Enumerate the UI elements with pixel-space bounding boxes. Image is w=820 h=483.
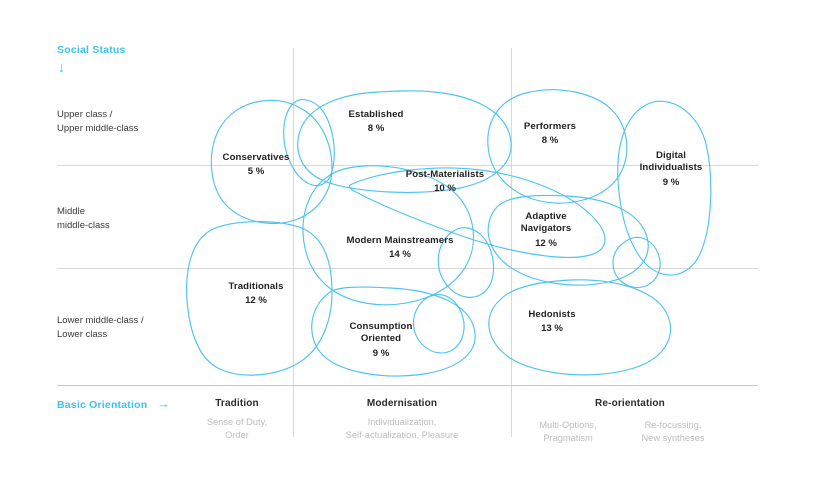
- x-col-reorientation-name: Re-orientation: [595, 398, 665, 409]
- bubble-established: [297, 90, 512, 193]
- arrow-right-icon: →: [157, 396, 170, 411]
- grid-group: [57, 48, 758, 437]
- y-tier-lower-line2: Lower class: [57, 328, 108, 340]
- x-col-modernisation-sub2: Self-actualization, Pleasure: [345, 430, 459, 441]
- bubble-conservatives: [210, 99, 333, 225]
- x-col-tradition: Tradition Sense of Duty, Order: [127, 398, 347, 442]
- y-tier-middle: Middle middle-class: [57, 205, 110, 233]
- arrow-down-icon: ↓: [58, 59, 65, 75]
- x-col-tradition-name: Tradition: [215, 398, 259, 409]
- y-tier-upper: Upper class / Upper middle-class: [57, 108, 138, 136]
- y-tier-middle-line1: Middle: [57, 206, 85, 217]
- bubble-digital-individualists: [617, 100, 712, 276]
- bubble-hedonists: [488, 279, 672, 376]
- x-col-tradition-sub2: Order: [225, 430, 249, 441]
- y-tier-upper-line1: Upper class /: [57, 109, 113, 120]
- y-tier-lower-line1: Lower middle-class /: [57, 315, 144, 326]
- bubble-post-materialists: [348, 167, 606, 258]
- bubble-adaptive-navigators: [487, 194, 649, 286]
- x-col-reorientation: Re-orientation: [511, 398, 749, 409]
- bubble-performers: [487, 89, 628, 204]
- bubble-overlap-lens-centre: [437, 227, 495, 298]
- x-col-tradition-sub1: Sense of Duty,: [206, 417, 268, 427]
- y-tier-middle-line2: middle-class: [57, 219, 110, 231]
- bubble-overlap-lens-upper: [283, 99, 335, 186]
- y-tier-lower: Lower middle-class / Lower class: [57, 314, 144, 342]
- bubble-overlap-lens-lower: [412, 294, 465, 354]
- bubble-overlap-lens-right: [612, 236, 661, 289]
- x-col-modernisation: Modernisation Individualization, Self-ac…: [292, 398, 512, 442]
- x-axis-title: Basic Orientation: [57, 399, 148, 411]
- x-col-modernisation-name: Modernisation: [366, 398, 438, 409]
- y-axis-title: Social Status: [57, 44, 126, 56]
- y-tier-upper-line2: Upper middle-class: [57, 122, 139, 134]
- x-col-reorientation-sub1: Multi-Options,: [539, 420, 597, 430]
- x-col-refocussing-sub2: New syntheses: [641, 433, 705, 444]
- x-col-reorientation-sub-left: Multi-Options, Pragmatism: [473, 419, 663, 445]
- bubble-group: [186, 89, 712, 377]
- x-col-reorientation-sub-right: Re-focussing, New syntheses: [578, 419, 768, 445]
- x-col-tradition-sub: Sense of Duty, Order: [127, 416, 347, 442]
- bubble-consumption-oriented: [311, 286, 476, 377]
- x-col-modernisation-sub1: Individualization,: [367, 417, 437, 427]
- x-col-reorientation-sub2: Pragmatism: [543, 433, 593, 444]
- x-col-modernisation-sub: Individualization, Self-actualization, P…: [292, 416, 512, 442]
- x-col-refocussing-sub1: Re-focussing,: [644, 420, 702, 430]
- bubble-traditionals: [186, 221, 333, 376]
- bubble-modern-mainstreamers: [302, 165, 474, 306]
